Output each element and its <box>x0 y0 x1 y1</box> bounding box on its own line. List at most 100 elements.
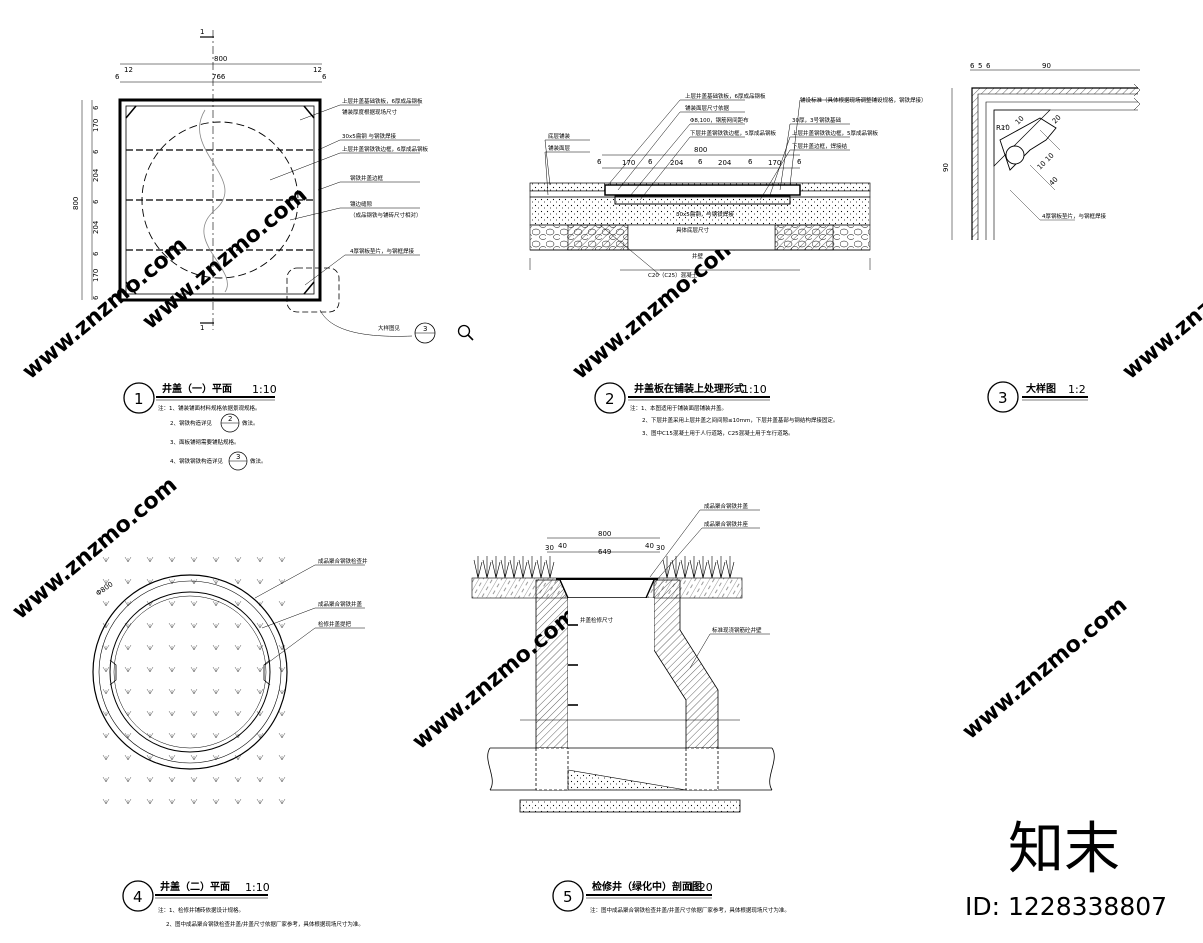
dim-detail: 6 <box>986 62 991 70</box>
dim-part: 6 <box>748 158 753 166</box>
drawing-number: 3 <box>998 389 1008 407</box>
grass-mark <box>168 776 176 783</box>
label-shim: 4厚钢板垫片，与钢框焊接 <box>350 247 415 255</box>
watermark-text: www.znzmo.com <box>8 473 182 625</box>
grass-mark <box>102 556 110 563</box>
grass-tuft <box>671 556 681 579</box>
dim-edge: 6 <box>115 73 120 81</box>
grass-mark <box>146 732 154 739</box>
grass-mark <box>146 666 154 673</box>
label-gap-note: （成品钢铁与铺砖尺寸相对） <box>350 211 422 219</box>
drawing-number: 5 <box>563 888 573 906</box>
grass-mark <box>168 666 176 673</box>
grass-mark <box>168 622 176 629</box>
note-line: 做法。 <box>242 419 259 427</box>
drawing-title: 井盖板在铺装上处理形式 <box>634 382 744 395</box>
magnifier-icon <box>457 324 474 341</box>
dim-total: 800 <box>598 530 611 538</box>
dim-detail: 40 <box>1048 175 1060 187</box>
drawing-number: 2 <box>605 390 615 408</box>
grass-tuft <box>707 556 717 579</box>
brand-logo: 知末 <box>1008 817 1120 882</box>
grass-mark <box>146 644 154 651</box>
label-upper-frame: 上层井盖钢铁铁边框，5厚成品钢板 <box>792 129 879 137</box>
grass-tuft <box>536 556 546 579</box>
label-paving-ref: 铺装面层尺寸依据 <box>685 104 730 112</box>
grass-tuft <box>680 556 690 579</box>
grass-mark <box>256 578 264 585</box>
grass-mark <box>278 776 286 783</box>
dim-detail: 6 <box>970 62 975 70</box>
grass-mark <box>124 798 132 805</box>
grass-mark <box>124 754 132 761</box>
grass-mark <box>278 600 286 607</box>
dim-part: 6 <box>698 158 703 166</box>
grass-mark <box>168 600 176 607</box>
label-base-paving: 底层铺装 <box>548 132 571 140</box>
drawing-3-corner-detail: 6 5 6 90 90 R10 10 20 10 10 40 4厚钢板垫片，与钢… <box>942 62 1141 413</box>
grass-tuft <box>509 556 519 579</box>
grass-mark <box>256 622 264 629</box>
dim-part: 6 <box>597 158 602 166</box>
label-base-steel: 30厚，3号钢铁基础 <box>792 116 841 124</box>
grass-mark <box>102 732 110 739</box>
grass-mark <box>278 622 286 629</box>
dim-part: 204 <box>670 159 684 167</box>
grass-mark <box>278 666 286 673</box>
grass-mark <box>168 688 176 695</box>
drawing-title: 检修井（绿化中）剖面图 <box>592 880 702 893</box>
dim-diameter: Φ800 <box>95 580 115 597</box>
drawing-scale: 1:10 <box>252 383 277 396</box>
grass-tuft <box>518 556 528 579</box>
drawing-scale: 1:20 <box>688 881 713 894</box>
image-id: ID: 1228338807 <box>965 892 1167 921</box>
grass-mark <box>190 644 198 651</box>
label-paving-depth: 铺装厚度根据现场尺寸 <box>342 108 398 116</box>
grass-tuft <box>716 556 726 579</box>
grass-mark <box>146 688 154 695</box>
dim-row: 6 <box>92 149 100 154</box>
label-rebar: Φ8,100，钢筋网间距布 <box>690 116 749 124</box>
grass-mark <box>278 798 286 805</box>
dim-detail: 90 <box>942 163 950 172</box>
note-ref-number: 3 <box>236 453 240 461</box>
grass-mark <box>212 688 220 695</box>
grass-pattern <box>102 556 286 805</box>
dim-part: 649 <box>598 548 611 556</box>
grass-mark <box>146 710 154 717</box>
grass-mark <box>190 732 198 739</box>
label-paving-std: 铺设标准（具体根据现场调整铺设规格，钢铁焊接） <box>800 96 927 104</box>
grass-mark <box>146 798 154 805</box>
grass-mark <box>146 622 154 629</box>
dim-detail: 5 <box>978 62 982 70</box>
grass-tuft <box>482 556 492 579</box>
grass-mark <box>212 578 220 585</box>
note-line: 3、图中C15混凝土用于人行道路，C25混凝土用于车行道路。 <box>642 429 794 437</box>
grass-mark <box>256 644 264 651</box>
grass-mark <box>190 688 198 695</box>
grass-mark <box>146 556 154 563</box>
grass-mark <box>256 666 264 673</box>
label-inner-size: 井盖检修尺寸 <box>580 616 614 624</box>
note-line: 2、下层井盖采用上层井盖之间间隙≤10mm，下层井盖基部与钢结构焊接固定。 <box>642 416 838 424</box>
grass-tuft <box>473 556 483 579</box>
note-line: 2、图中成品聚合钢铁检查井盖/井盖尺寸依据厂家参考，具体根据现场尺寸为准。 <box>166 920 364 928</box>
grass-mark <box>190 600 198 607</box>
note-line: 注：1、检修井铺砖依据设计规格。 <box>158 906 244 914</box>
dim-row: 204 <box>92 168 100 182</box>
dim-part: 204 <box>718 159 732 167</box>
label-lower-cover: 下层井盖边框，焊接结 <box>792 142 848 150</box>
grass-mark <box>168 644 176 651</box>
label-frame: 钢铁井盖边框 <box>350 174 384 182</box>
watermark-text: www.znzmo.com <box>1118 233 1203 385</box>
grass-mark <box>102 688 110 695</box>
dim-part: 6 <box>797 158 802 166</box>
note-line: 2、钢铁构造详见 <box>170 419 212 427</box>
grass-mark <box>102 710 110 717</box>
label-steel-edge: 上层井盖钢铁铁边框，6厚成品钢板 <box>342 145 429 153</box>
grass-mark <box>190 710 198 717</box>
grass-mark <box>278 754 286 761</box>
drawing-scale: 1:2 <box>1068 383 1086 396</box>
grass-mark <box>234 600 242 607</box>
